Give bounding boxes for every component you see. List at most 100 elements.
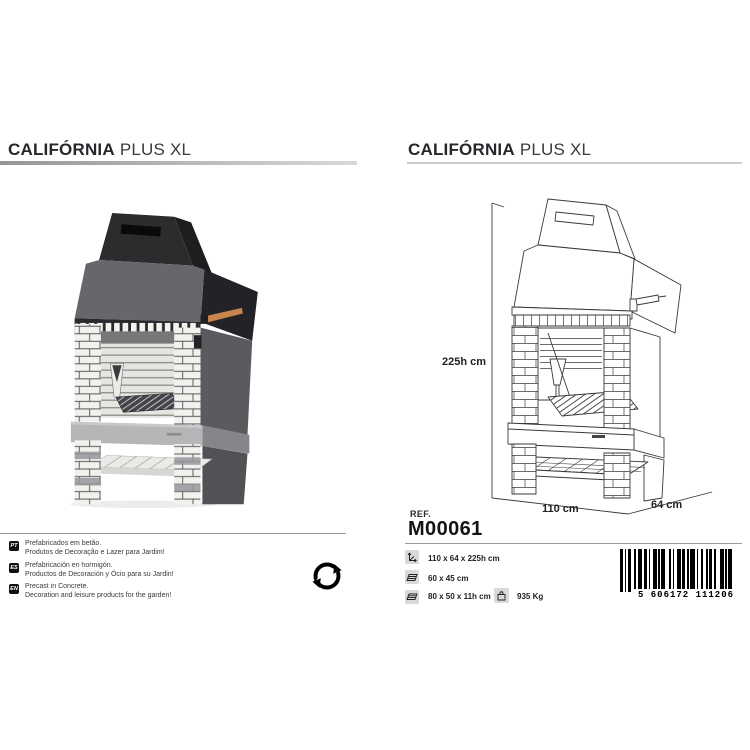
right-divider — [405, 543, 742, 544]
desc-en-line2: Decoration and leisure products for the … — [25, 591, 172, 599]
desc-pt-line1: Prefabricados em betão. — [25, 540, 102, 547]
handle-bracket — [200, 314, 209, 324]
d-wood-handle — [635, 294, 660, 306]
concrete-side — [200, 327, 253, 435]
right-title-main: CALIFÓRNIA — [408, 140, 515, 159]
d-dentil — [513, 314, 631, 327]
desc-pt-line2: Produtos de Decoração e Lazer para Jardi… — [25, 548, 165, 556]
right-leg — [174, 444, 201, 505]
cap-vent-slot — [120, 224, 162, 237]
barcode-space — [671, 549, 673, 592]
left-leg-band2 — [74, 477, 101, 486]
barcode-space — [674, 549, 678, 592]
shelf-front — [89, 466, 197, 477]
barcode-bar — [682, 549, 686, 592]
lang-badge-pt: PT — [9, 541, 19, 551]
barcode-bar — [706, 549, 708, 592]
barcode-space — [659, 549, 662, 592]
barcode-space — [647, 549, 649, 592]
d-firewood-holder — [549, 358, 567, 386]
description-pt: PT Prefabricados em betão. Produtos de D… — [9, 540, 165, 557]
dimension-depth-label: 64 cm — [651, 499, 683, 511]
shelf-planks — [104, 455, 197, 471]
left-pillar — [74, 323, 101, 422]
hood-front — [74, 260, 205, 322]
barcode-space — [712, 549, 715, 592]
barcode-space — [685, 549, 687, 592]
base-tray-icon — [405, 590, 419, 604]
d-counter-edge — [507, 428, 635, 436]
barcode-bar — [627, 549, 632, 592]
barcode-space — [626, 549, 628, 592]
rear-leg — [202, 446, 248, 505]
desc-es-line2: Productos de Decoración y Ócio para su J… — [25, 570, 174, 578]
d-hood-front — [513, 244, 635, 312]
latch — [193, 335, 202, 349]
d-handle-tip — [658, 295, 667, 298]
barcode-space — [702, 549, 707, 592]
left-title-main: CALIFÓRNIA — [8, 140, 115, 159]
barcode-bar — [725, 549, 727, 592]
right-leg-band2 — [174, 483, 201, 492]
overall-size-icon — [405, 550, 419, 564]
lang-badge-es: ES — [9, 563, 19, 573]
product-render — [69, 213, 258, 508]
barcode-bar — [696, 549, 699, 592]
right-leg-band — [174, 457, 201, 465]
barcode-bar — [653, 549, 657, 592]
barcode-space — [694, 549, 697, 592]
barcode-bar — [686, 549, 689, 592]
green-dot-icon — [312, 562, 342, 590]
d-right-leg — [603, 452, 631, 499]
technical-drawing — [491, 198, 713, 515]
hood-side — [200, 269, 258, 341]
barcode-bar — [634, 549, 636, 592]
ref-label: REF. — [410, 509, 432, 519]
spec-grate-size: 60 x 45 cm — [428, 574, 469, 583]
d-right-pillar — [603, 327, 631, 435]
cap-side — [174, 216, 212, 274]
left-title-suffix: PLUS XL — [119, 140, 192, 159]
left-divider — [0, 533, 346, 534]
barcode-bar — [637, 549, 643, 592]
barcode-bars — [620, 549, 742, 592]
base-dimension-lines — [491, 491, 713, 515]
d-firebox-slats — [540, 333, 602, 373]
barcode-space — [635, 549, 638, 592]
barcode-bar — [677, 549, 681, 592]
spec-overall-size: 110 x 64 x 225h cm — [428, 554, 500, 563]
barcode-bar — [661, 549, 665, 592]
d-left-pillar — [511, 325, 539, 431]
d-rear-leg — [643, 454, 665, 502]
barcode-space — [698, 549, 702, 592]
barcode-bar — [701, 549, 703, 592]
barcode: 5 606172 111206 — [620, 549, 742, 601]
desc-en-line1: Precast in Concrete. — [25, 583, 89, 590]
barcode-space — [715, 549, 721, 592]
left-title-accent-bar — [0, 161, 357, 165]
dimension-width-label: 110 cm — [542, 503, 579, 515]
d-counter — [507, 422, 635, 451]
barcode-space — [631, 549, 635, 592]
d-cap-slot — [554, 211, 595, 226]
grill-grate — [115, 393, 181, 413]
right-title-rule — [407, 162, 742, 164]
firewood-holder-gap — [112, 365, 122, 383]
counter-edge — [70, 421, 203, 429]
barcode-bar — [669, 549, 672, 592]
dimension-height-label: 225h cm — [441, 356, 486, 368]
barcode-bar — [709, 549, 713, 592]
grill-grate-icon — [405, 570, 419, 584]
spec-weight: 935 Kg — [517, 592, 544, 601]
barcode-space — [642, 549, 644, 592]
lang-badge-en: EN — [9, 584, 19, 594]
barcode-space — [726, 549, 729, 592]
barcode-space — [664, 549, 670, 592]
barcode-bar — [643, 549, 648, 592]
right-title-suffix: PLUS XL — [519, 140, 592, 159]
left-leg-band — [74, 451, 101, 460]
barcode-space — [731, 549, 734, 592]
barcode-space — [707, 549, 710, 592]
counter-front — [70, 421, 203, 446]
